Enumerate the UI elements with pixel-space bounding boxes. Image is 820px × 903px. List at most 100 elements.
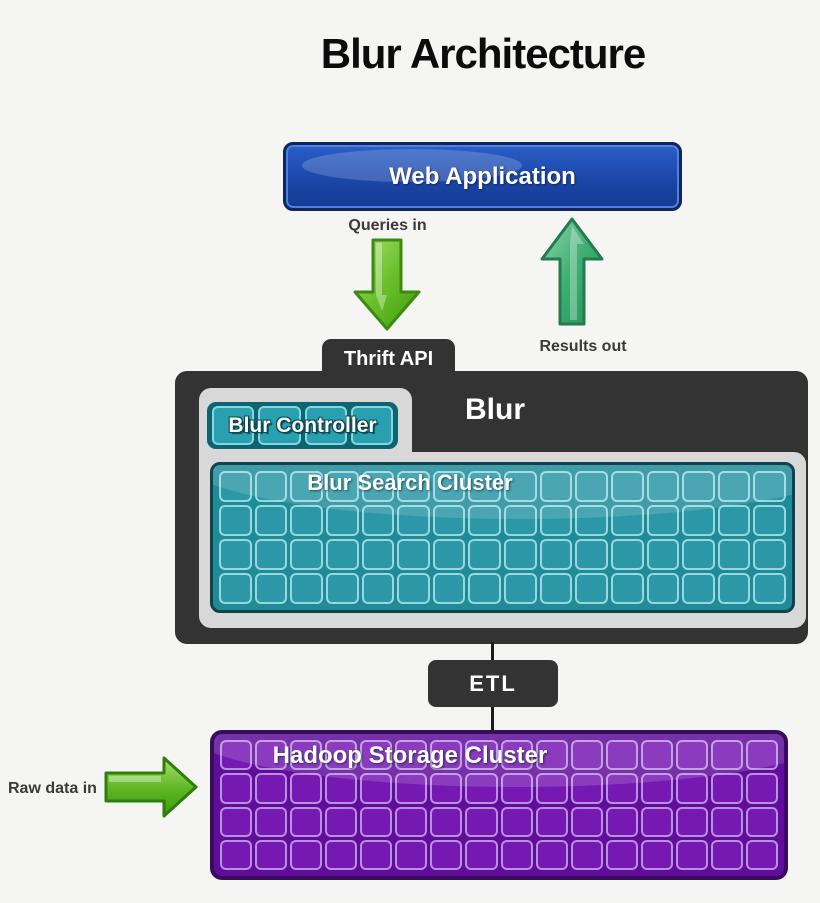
node-cell xyxy=(610,539,644,570)
node-cell xyxy=(254,505,288,536)
node-cell xyxy=(361,573,395,604)
raw-data-in-label: Raw data in xyxy=(8,780,97,797)
node-cell xyxy=(640,740,673,771)
node-cell xyxy=(682,471,715,502)
node-cell xyxy=(500,740,533,771)
node-cell xyxy=(575,505,608,536)
node-cell xyxy=(675,773,708,804)
node-cell xyxy=(219,505,252,536)
node-cell xyxy=(304,406,347,445)
node-cell xyxy=(350,406,393,445)
node-cell xyxy=(254,573,288,604)
node-cell xyxy=(753,471,786,502)
node-cell xyxy=(220,806,253,837)
node-cell xyxy=(640,839,673,870)
node-cell xyxy=(430,773,463,804)
node-cell xyxy=(255,773,288,804)
node-cell xyxy=(682,573,715,604)
node-cell xyxy=(397,471,430,502)
node-cell xyxy=(539,573,573,604)
node-cell xyxy=(504,573,537,604)
node-cell xyxy=(575,539,608,570)
node-cell xyxy=(290,505,323,536)
node-cell xyxy=(255,740,288,771)
node-cell xyxy=(570,740,603,771)
node-cell xyxy=(219,573,252,604)
blur-controller-node xyxy=(207,402,398,449)
node-cell xyxy=(753,505,786,536)
node-cell xyxy=(219,539,252,570)
node-cell xyxy=(361,471,395,502)
node-cell xyxy=(745,773,778,804)
node-cell xyxy=(675,806,708,837)
node-cell xyxy=(605,839,638,870)
node-cell xyxy=(646,539,680,570)
node-cell xyxy=(610,573,644,604)
node-cell xyxy=(397,573,430,604)
node-cell xyxy=(640,773,673,804)
node-cell xyxy=(575,573,608,604)
node-cell xyxy=(539,471,573,502)
node-cell xyxy=(325,806,358,837)
node-cell xyxy=(682,505,715,536)
node-cell xyxy=(535,806,568,837)
node-cell xyxy=(465,773,498,804)
raw-data-in-arrow-icon xyxy=(103,755,199,819)
node-cell xyxy=(539,505,573,536)
node-cell xyxy=(575,471,608,502)
node-cell xyxy=(610,505,644,536)
node-cell xyxy=(220,740,253,771)
node-cell xyxy=(465,740,498,771)
node-cell xyxy=(468,471,501,502)
node-cell xyxy=(675,740,708,771)
node-cell xyxy=(465,806,498,837)
node-cell xyxy=(753,539,786,570)
node-cell xyxy=(430,740,463,771)
node-cell xyxy=(710,839,743,870)
node-cell xyxy=(535,839,568,870)
node-cell xyxy=(290,839,323,870)
node-cell xyxy=(432,505,466,536)
node-cell xyxy=(290,573,323,604)
queries-in-label: Queries in xyxy=(348,217,427,234)
node-cell xyxy=(432,573,466,604)
node-cell xyxy=(325,471,359,502)
node-cell xyxy=(430,806,463,837)
node-cell xyxy=(500,839,533,870)
node-cell xyxy=(325,539,359,570)
node-cell xyxy=(646,573,680,604)
queries-in-arrow-icon xyxy=(352,237,422,333)
node-cell xyxy=(325,505,359,536)
node-cell xyxy=(745,740,778,771)
node-cell xyxy=(325,773,358,804)
web-application-label: Web Application xyxy=(389,162,576,190)
node-cell xyxy=(254,539,288,570)
node-cell xyxy=(395,773,428,804)
node-cell xyxy=(290,471,323,502)
node-cell xyxy=(745,839,778,870)
node-cell xyxy=(395,839,428,870)
node-cell xyxy=(360,806,393,837)
node-cell xyxy=(745,806,778,837)
node-cell xyxy=(500,806,533,837)
node-cell xyxy=(290,806,323,837)
node-cell xyxy=(258,406,301,445)
node-cell xyxy=(504,505,537,536)
node-cell xyxy=(361,505,395,536)
node-cell xyxy=(255,806,288,837)
node-cell xyxy=(570,773,603,804)
node-cell xyxy=(468,539,501,570)
node-cell xyxy=(254,471,288,502)
etl-label: ETL xyxy=(469,670,517,696)
etl-node: ETL xyxy=(428,660,558,707)
node-cell xyxy=(535,773,568,804)
node-cell xyxy=(610,471,644,502)
results-out-arrow-icon xyxy=(539,216,605,328)
node-cell xyxy=(717,573,751,604)
node-cell xyxy=(361,539,395,570)
node-cell xyxy=(360,839,393,870)
node-cell xyxy=(646,471,680,502)
node-cell xyxy=(325,573,359,604)
thrift-api-label: Thrift API xyxy=(343,347,434,370)
node-cell xyxy=(397,505,430,536)
